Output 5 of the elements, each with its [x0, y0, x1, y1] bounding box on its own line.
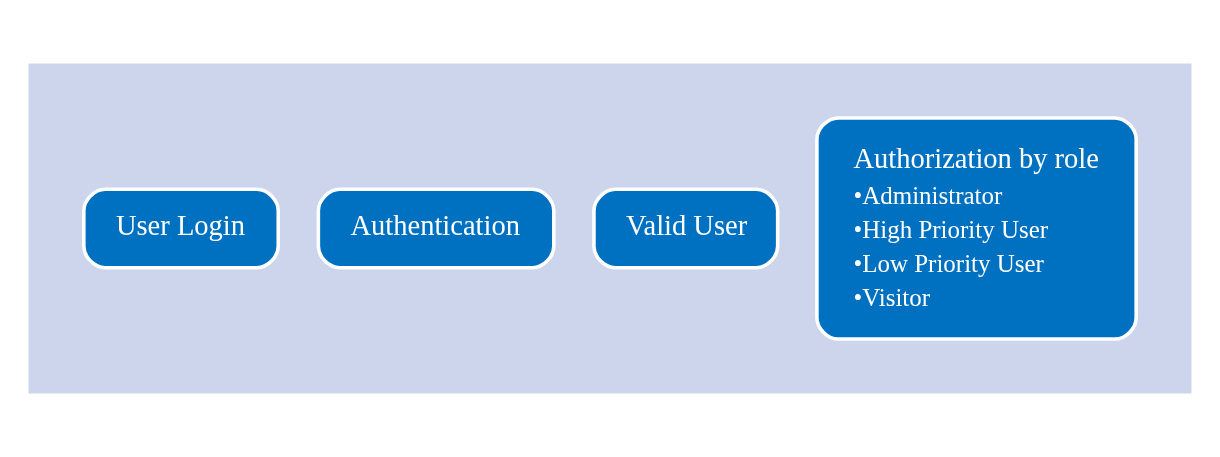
node-box: Authentication	[316, 187, 556, 270]
node-box: Valid User	[592, 187, 780, 270]
node-box: Authorization by role •Administrator •High Priority User •Low Priority User •Visitor	[815, 116, 1138, 341]
node-box: User Login	[82, 187, 281, 270]
cluster	[28, 63, 1192, 394]
